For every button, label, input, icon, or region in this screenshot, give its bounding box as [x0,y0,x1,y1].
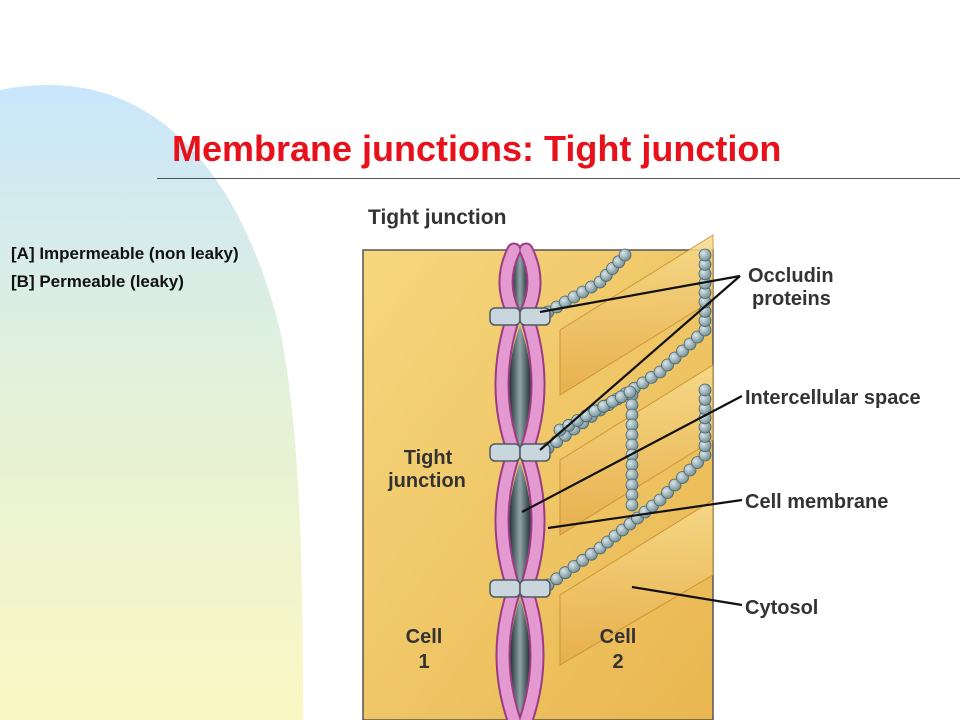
protein-bead [576,553,590,567]
note-permeable: [B] Permeable (leaky) [11,272,184,291]
protein-bead [584,547,598,561]
label-cell-1-line1: Cell [406,626,443,648]
notes-list: [A] Impermeable (non leaky) [B] Permeabl… [11,240,239,296]
tight-junction-diagram: Occludin proteins Intercellular space Ce… [362,234,921,720]
label-cell-2-line2: 2 [612,651,623,673]
protein-strands [541,248,712,592]
protein-bead [618,248,632,262]
title-divider [157,178,960,179]
protein-bead [698,383,712,397]
figure-heading: Tight junction [368,206,507,229]
protein-bead [550,572,564,586]
protein-bead [558,566,572,580]
protein-bead [625,498,639,512]
label-cytosol: Cytosol [745,597,818,619]
protein-bead [698,248,712,262]
label-tight-junction-line1: Tight [404,447,453,469]
membrane-folds [559,234,714,666]
label-tight-junction-line2: junction [387,470,466,492]
label-intercellular-space: Intercellular space [745,387,921,409]
label-occludin-line1: Occludin [748,265,834,287]
protein-bead [567,560,581,573]
label-occludin-line2: proteins [752,288,831,310]
note-impermeable: [A] Impermeable (non leaky) [11,244,239,263]
label-cell-membrane: Cell membrane [745,491,888,513]
label-cell-2-line1: Cell [600,626,637,648]
leader-lines [521,274,743,607]
label-cell-1-line2: 1 [418,651,429,673]
protein-bead [623,385,637,399]
slide-title: Membrane junctions: Tight junction [172,128,782,169]
